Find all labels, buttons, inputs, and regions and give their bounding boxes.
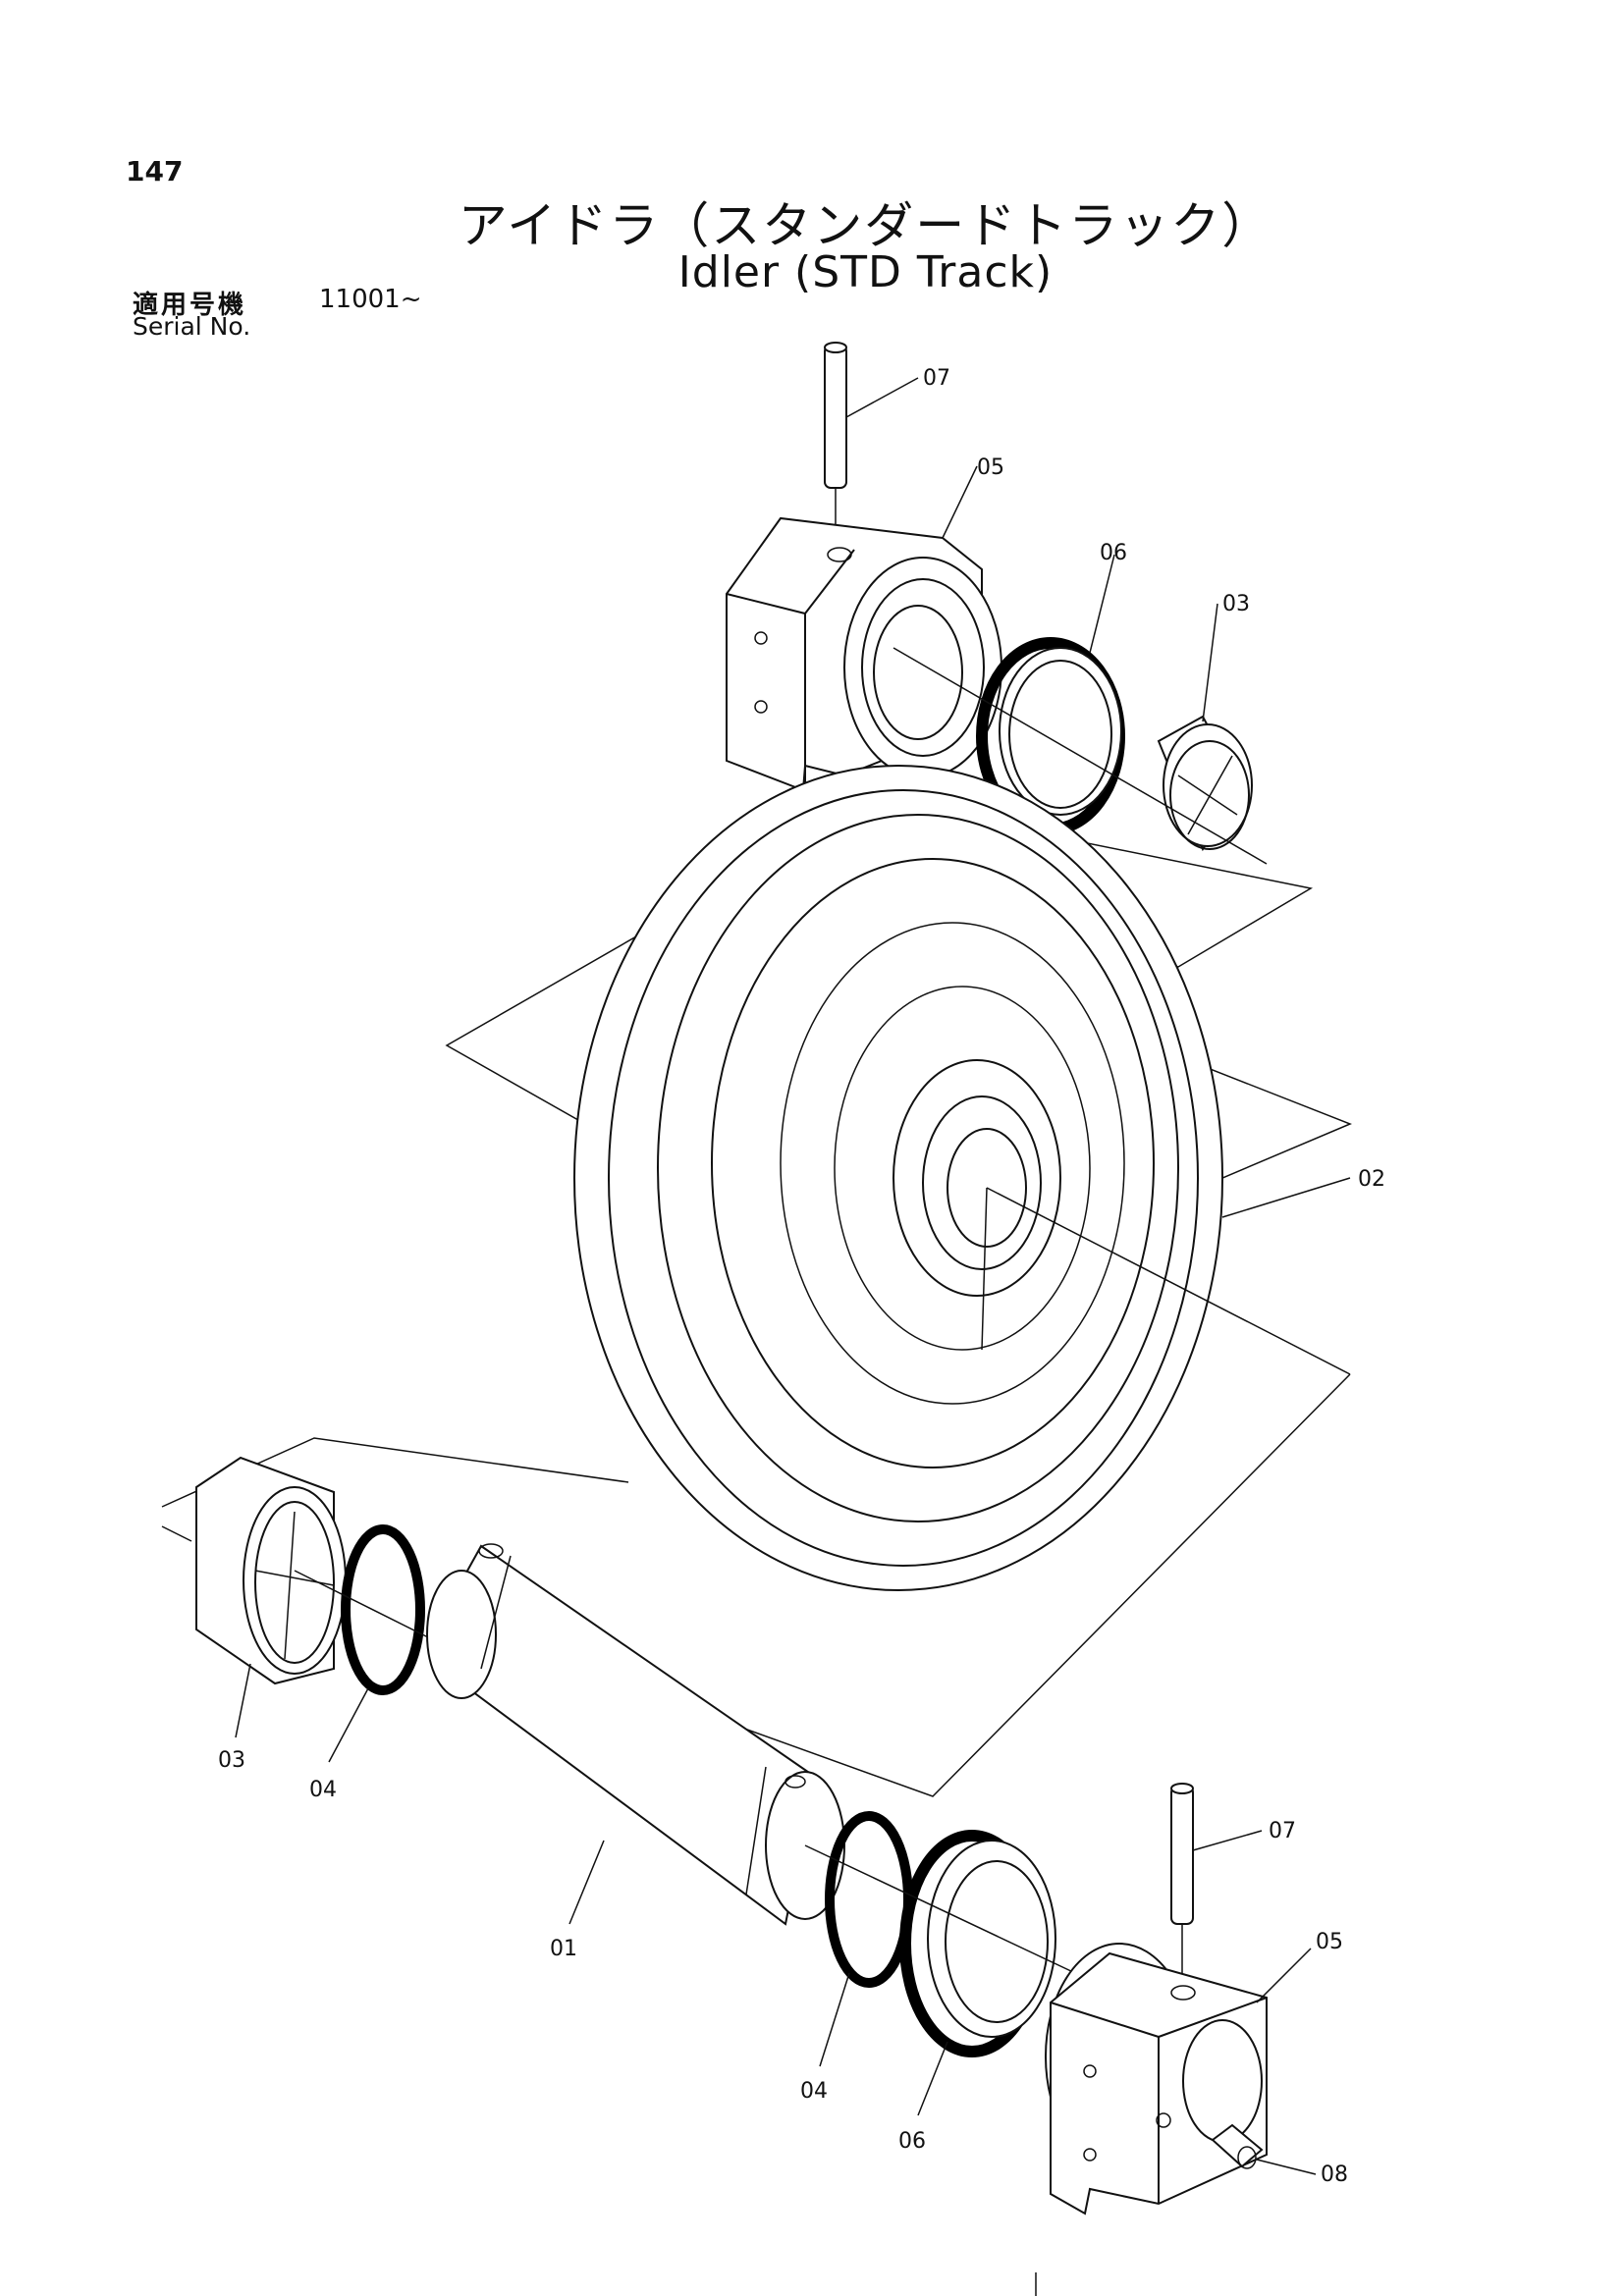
callout-05-top: 05 <box>977 455 1004 480</box>
callout-06-bottom: 06 <box>898 2129 926 2154</box>
bottom-axis-line <box>804 1844 1076 1974</box>
callout-07-bottom: 07 <box>1269 1819 1296 1843</box>
callout-01: 01 <box>550 1937 577 1961</box>
page-number: 147 <box>126 155 184 187</box>
callout-08: 08 <box>1321 2163 1348 2187</box>
top-axis-line <box>893 647 1268 865</box>
floating-seal-06-bottom <box>899 1830 1056 2057</box>
pin-07-top <box>824 342 847 550</box>
callout-05-bottom: 05 <box>1316 1930 1343 1954</box>
title-english: Idler (STD Track) <box>677 247 1054 297</box>
pin-07-bottom <box>1170 1783 1194 1993</box>
serial-range: 11001~ <box>319 285 422 314</box>
callout-03-left: 03 <box>218 1748 245 1773</box>
o-ring-04-bottom <box>825 1811 913 1988</box>
callout-06-top: 06 <box>1100 541 1127 565</box>
housing-05-top <box>726 516 1002 792</box>
leader-lines <box>235 377 1351 2175</box>
plug-08 <box>1211 2123 1264 2169</box>
bushing-03-left <box>195 1456 347 1685</box>
title-japanese: アイドラ（スタンダードトラック） <box>458 197 1273 254</box>
bushing-03-top <box>1157 715 1253 852</box>
o-ring-04-left <box>341 1524 425 1695</box>
serial-label-japanese: 適用号機 <box>133 291 247 320</box>
callout-07-top: 07 <box>923 366 950 391</box>
callout-04-left: 04 <box>309 1778 337 1802</box>
housing-05-bottom <box>1045 1943 1268 2216</box>
callout-04-bottom: 04 <box>800 2079 828 2104</box>
callout-03-top: 03 <box>1222 592 1250 616</box>
serial-label-english: Serial No. <box>133 312 251 341</box>
idler-wheel-02 <box>573 765 1223 1591</box>
callout-02: 02 <box>1358 1167 1385 1192</box>
wheel-axis-line <box>986 1187 1351 1375</box>
left-axis-line <box>294 1570 433 1640</box>
shaft-01 <box>426 1543 845 1926</box>
